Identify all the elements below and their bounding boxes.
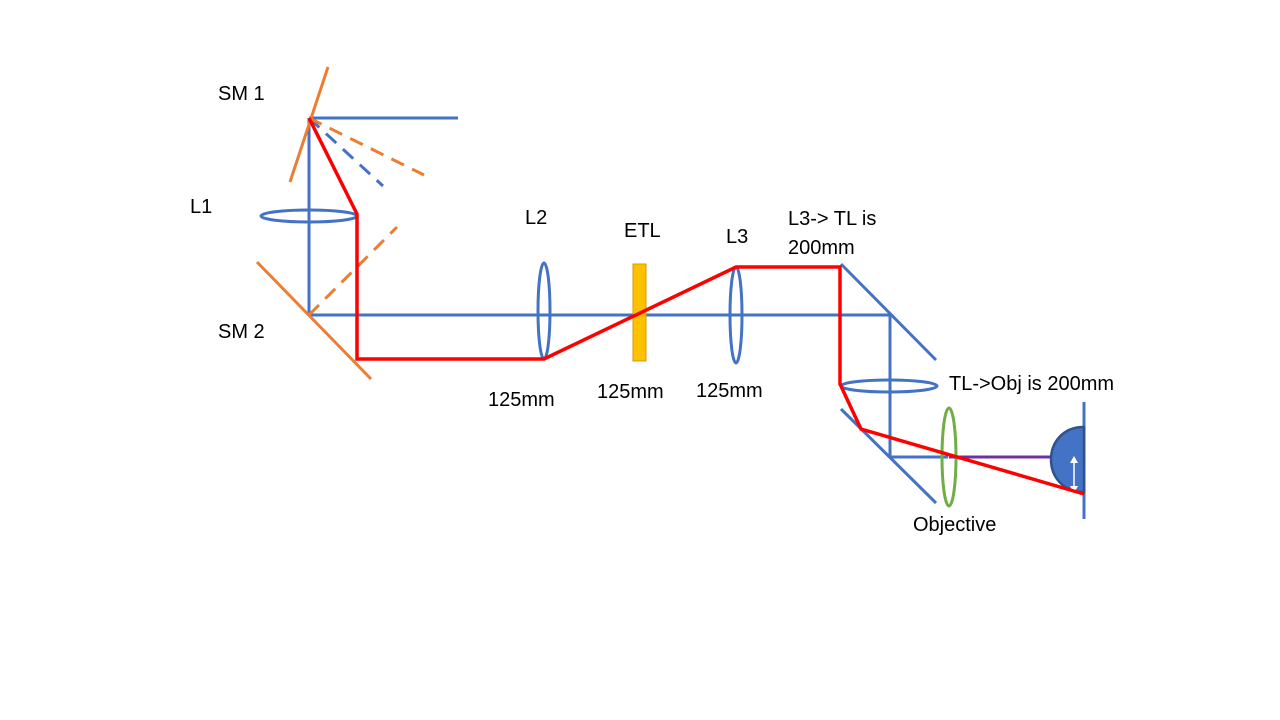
sample — [1049, 402, 1086, 519]
dashed-scan-ray-orange-2 — [307, 225, 399, 317]
folding-mirror-upper — [839, 262, 938, 362]
laser-beam-path — [307, 117, 1085, 496]
folding-mirror-lower — [839, 407, 938, 505]
labels: SM 1 L1 SM 2 L2 ETL L3 L3-> TL is 200mm … — [190, 83, 1114, 536]
label-objective: Objective — [913, 514, 996, 536]
label-l2-focal: 125mm — [488, 389, 555, 411]
sm1-mirror — [288, 66, 330, 183]
label-l3-focal: 125mm — [696, 380, 763, 402]
label-l2: L2 — [525, 207, 547, 229]
label-l3-tl-line1: L3-> TL is — [788, 208, 876, 230]
label-etl: ETL — [624, 220, 661, 242]
dashed-scan-ray-blue — [307, 116, 385, 188]
focus-arrow-up-icon — [1070, 456, 1078, 463]
label-etl-focal: 125mm — [597, 381, 664, 403]
scan-mirrors — [255, 66, 425, 381]
folding-mirrors — [839, 262, 938, 505]
sm2-mirror — [255, 260, 373, 381]
label-sm2: SM 2 — [218, 321, 265, 343]
lens-l2 — [536, 261, 552, 361]
label-l1: L1 — [190, 196, 212, 218]
label-l3: L3 — [726, 226, 748, 248]
optical-axis — [307, 116, 948, 459]
dashed-scan-ray-orange-1 — [308, 116, 425, 177]
sample-specimen — [1049, 425, 1086, 494]
label-tl-obj: TL->Obj is 200mm — [949, 373, 1114, 395]
label-l3-tl-line2: 200mm — [788, 237, 855, 259]
label-sm1: SM 1 — [218, 83, 265, 105]
